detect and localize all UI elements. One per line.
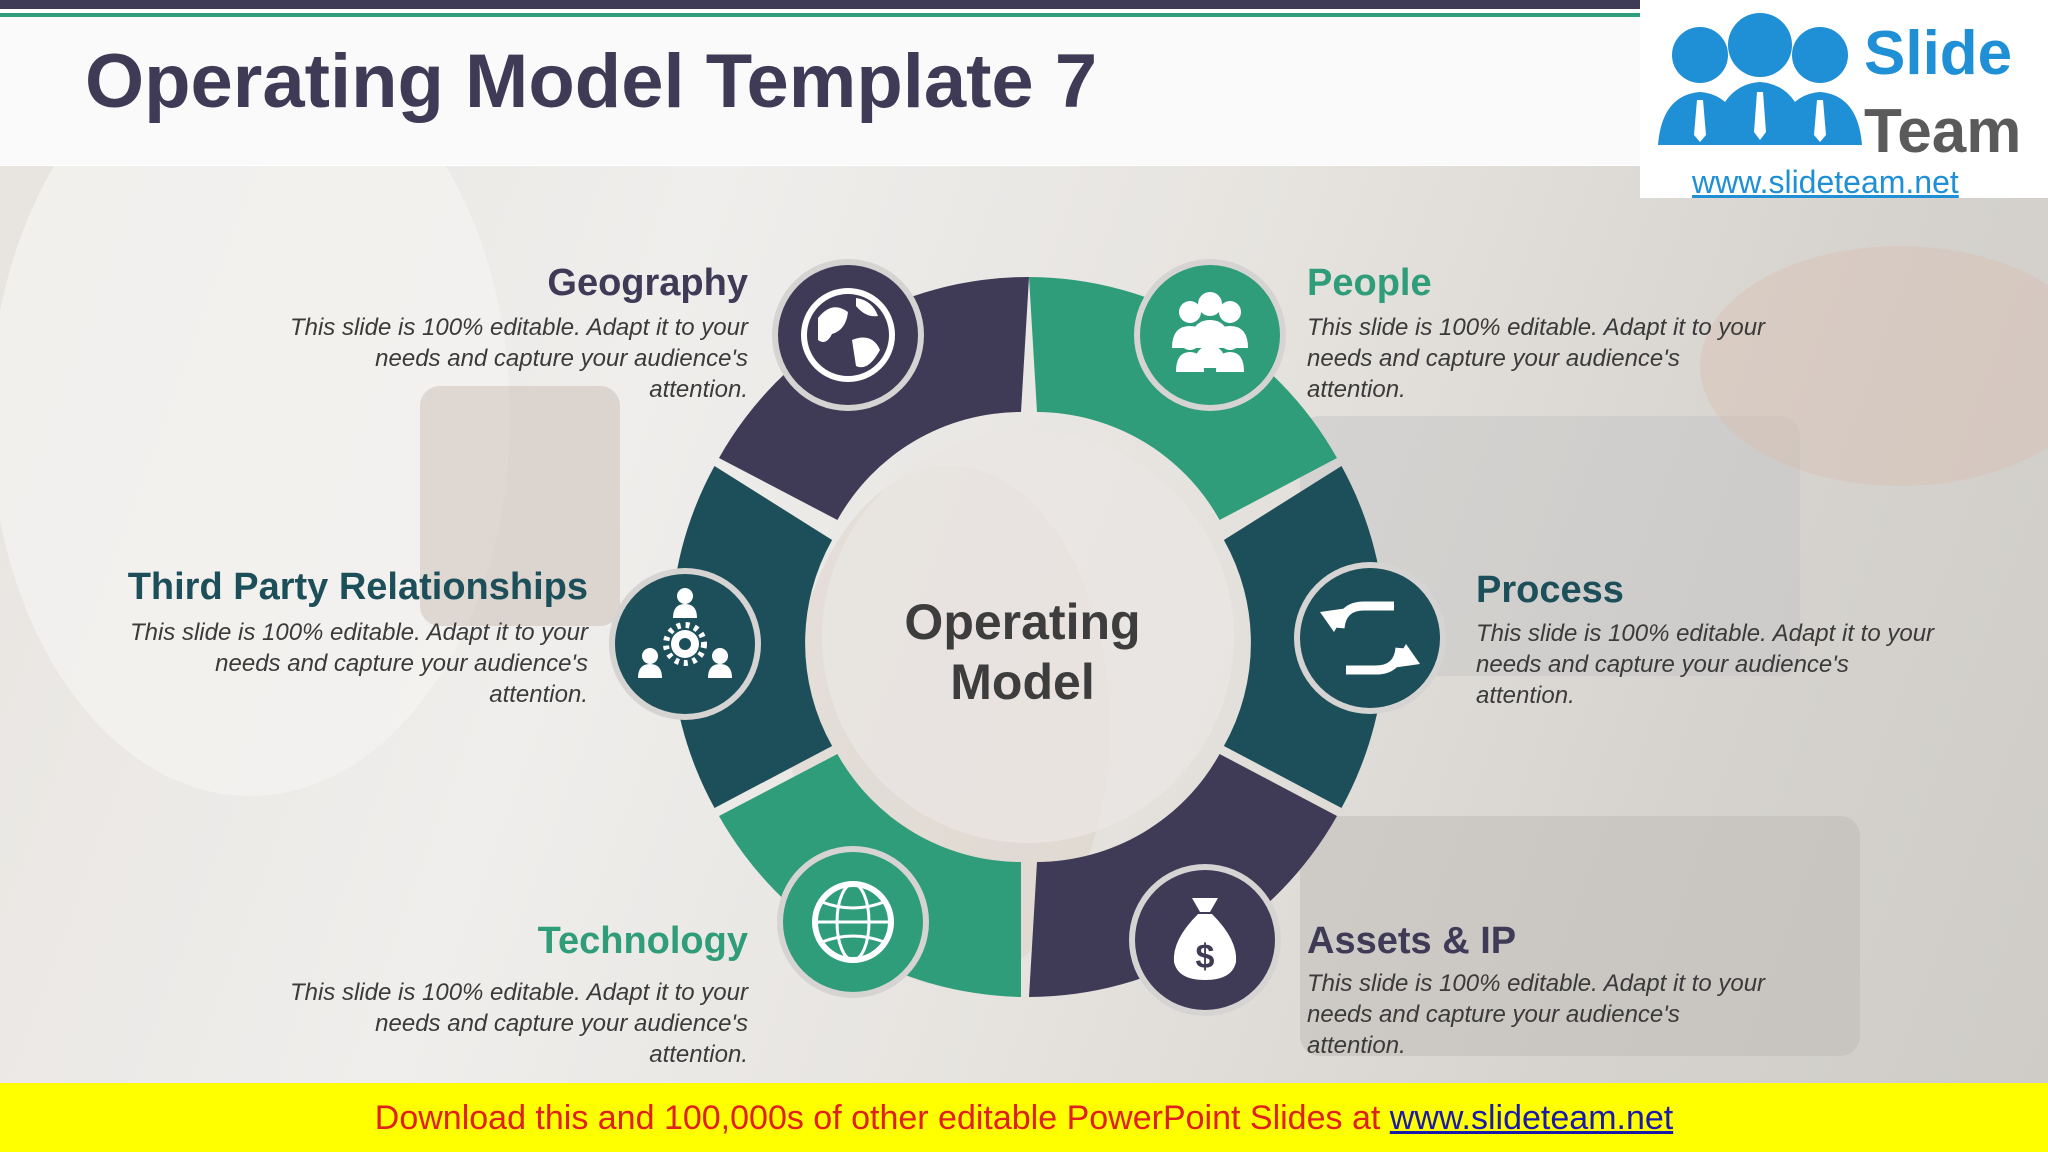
slideteam-logo	[1640, 0, 2048, 198]
desc-process: This slide is 100% editable. Adapt it to…	[1476, 620, 1935, 709]
page-title: Operating Model Template 7	[85, 39, 1098, 124]
footer-text: Download this and 100,000s of other edit…	[0, 1099, 2048, 1138]
logo-url-link[interactable]: www.slideteam.net	[1692, 164, 1959, 200]
footer-banner	[0, 1083, 2048, 1152]
team-gear-icon	[609, 568, 761, 720]
title-band	[0, 17, 1640, 165]
refresh-icon	[1294, 562, 1446, 714]
top-accent-line	[0, 13, 1640, 17]
label-assets-ip: Assets & IP	[1307, 920, 1517, 962]
logo-people-icon	[1658, 13, 1862, 145]
top-accent-bar	[0, 0, 1640, 9]
network-globe-icon	[777, 846, 929, 998]
label-people: People	[1307, 262, 1432, 304]
desc-people: This slide is 100% editable. Adapt it to…	[1307, 314, 1766, 403]
people-group-icon	[1134, 259, 1286, 411]
center-circle	[822, 431, 1234, 843]
center-label-line1: Operating	[904, 594, 1141, 650]
footer-message: Download this and 100,000s of other edit…	[374, 1099, 1390, 1137]
logo-text-team: Team	[1864, 97, 2022, 166]
money-bag-icon: $	[1129, 864, 1281, 1016]
desc-technology: This slide is 100% editable. Adapt it to…	[289, 979, 748, 1068]
globe-icon	[772, 259, 924, 411]
logo-text-slide: Slide	[1864, 19, 2013, 88]
desc-assets-ip: This slide is 100% editable. Adapt it to…	[1307, 970, 1766, 1059]
desc-geography: This slide is 100% editable. Adapt it to…	[289, 314, 748, 403]
desc-third-party: This slide is 100% editable. Adapt it to…	[129, 619, 588, 708]
footer-link[interactable]: www.slideteam.net	[1389, 1099, 1674, 1137]
label-technology: Technology	[537, 920, 748, 962]
label-geography: Geography	[547, 262, 748, 304]
label-process: Process	[1476, 569, 1624, 611]
center-label: Operating Model	[880, 592, 1165, 712]
center-label-line2: Model	[950, 654, 1095, 710]
label-third-party: Third Party Relationships	[127, 566, 588, 608]
svg-text:$: $	[1196, 938, 1215, 976]
